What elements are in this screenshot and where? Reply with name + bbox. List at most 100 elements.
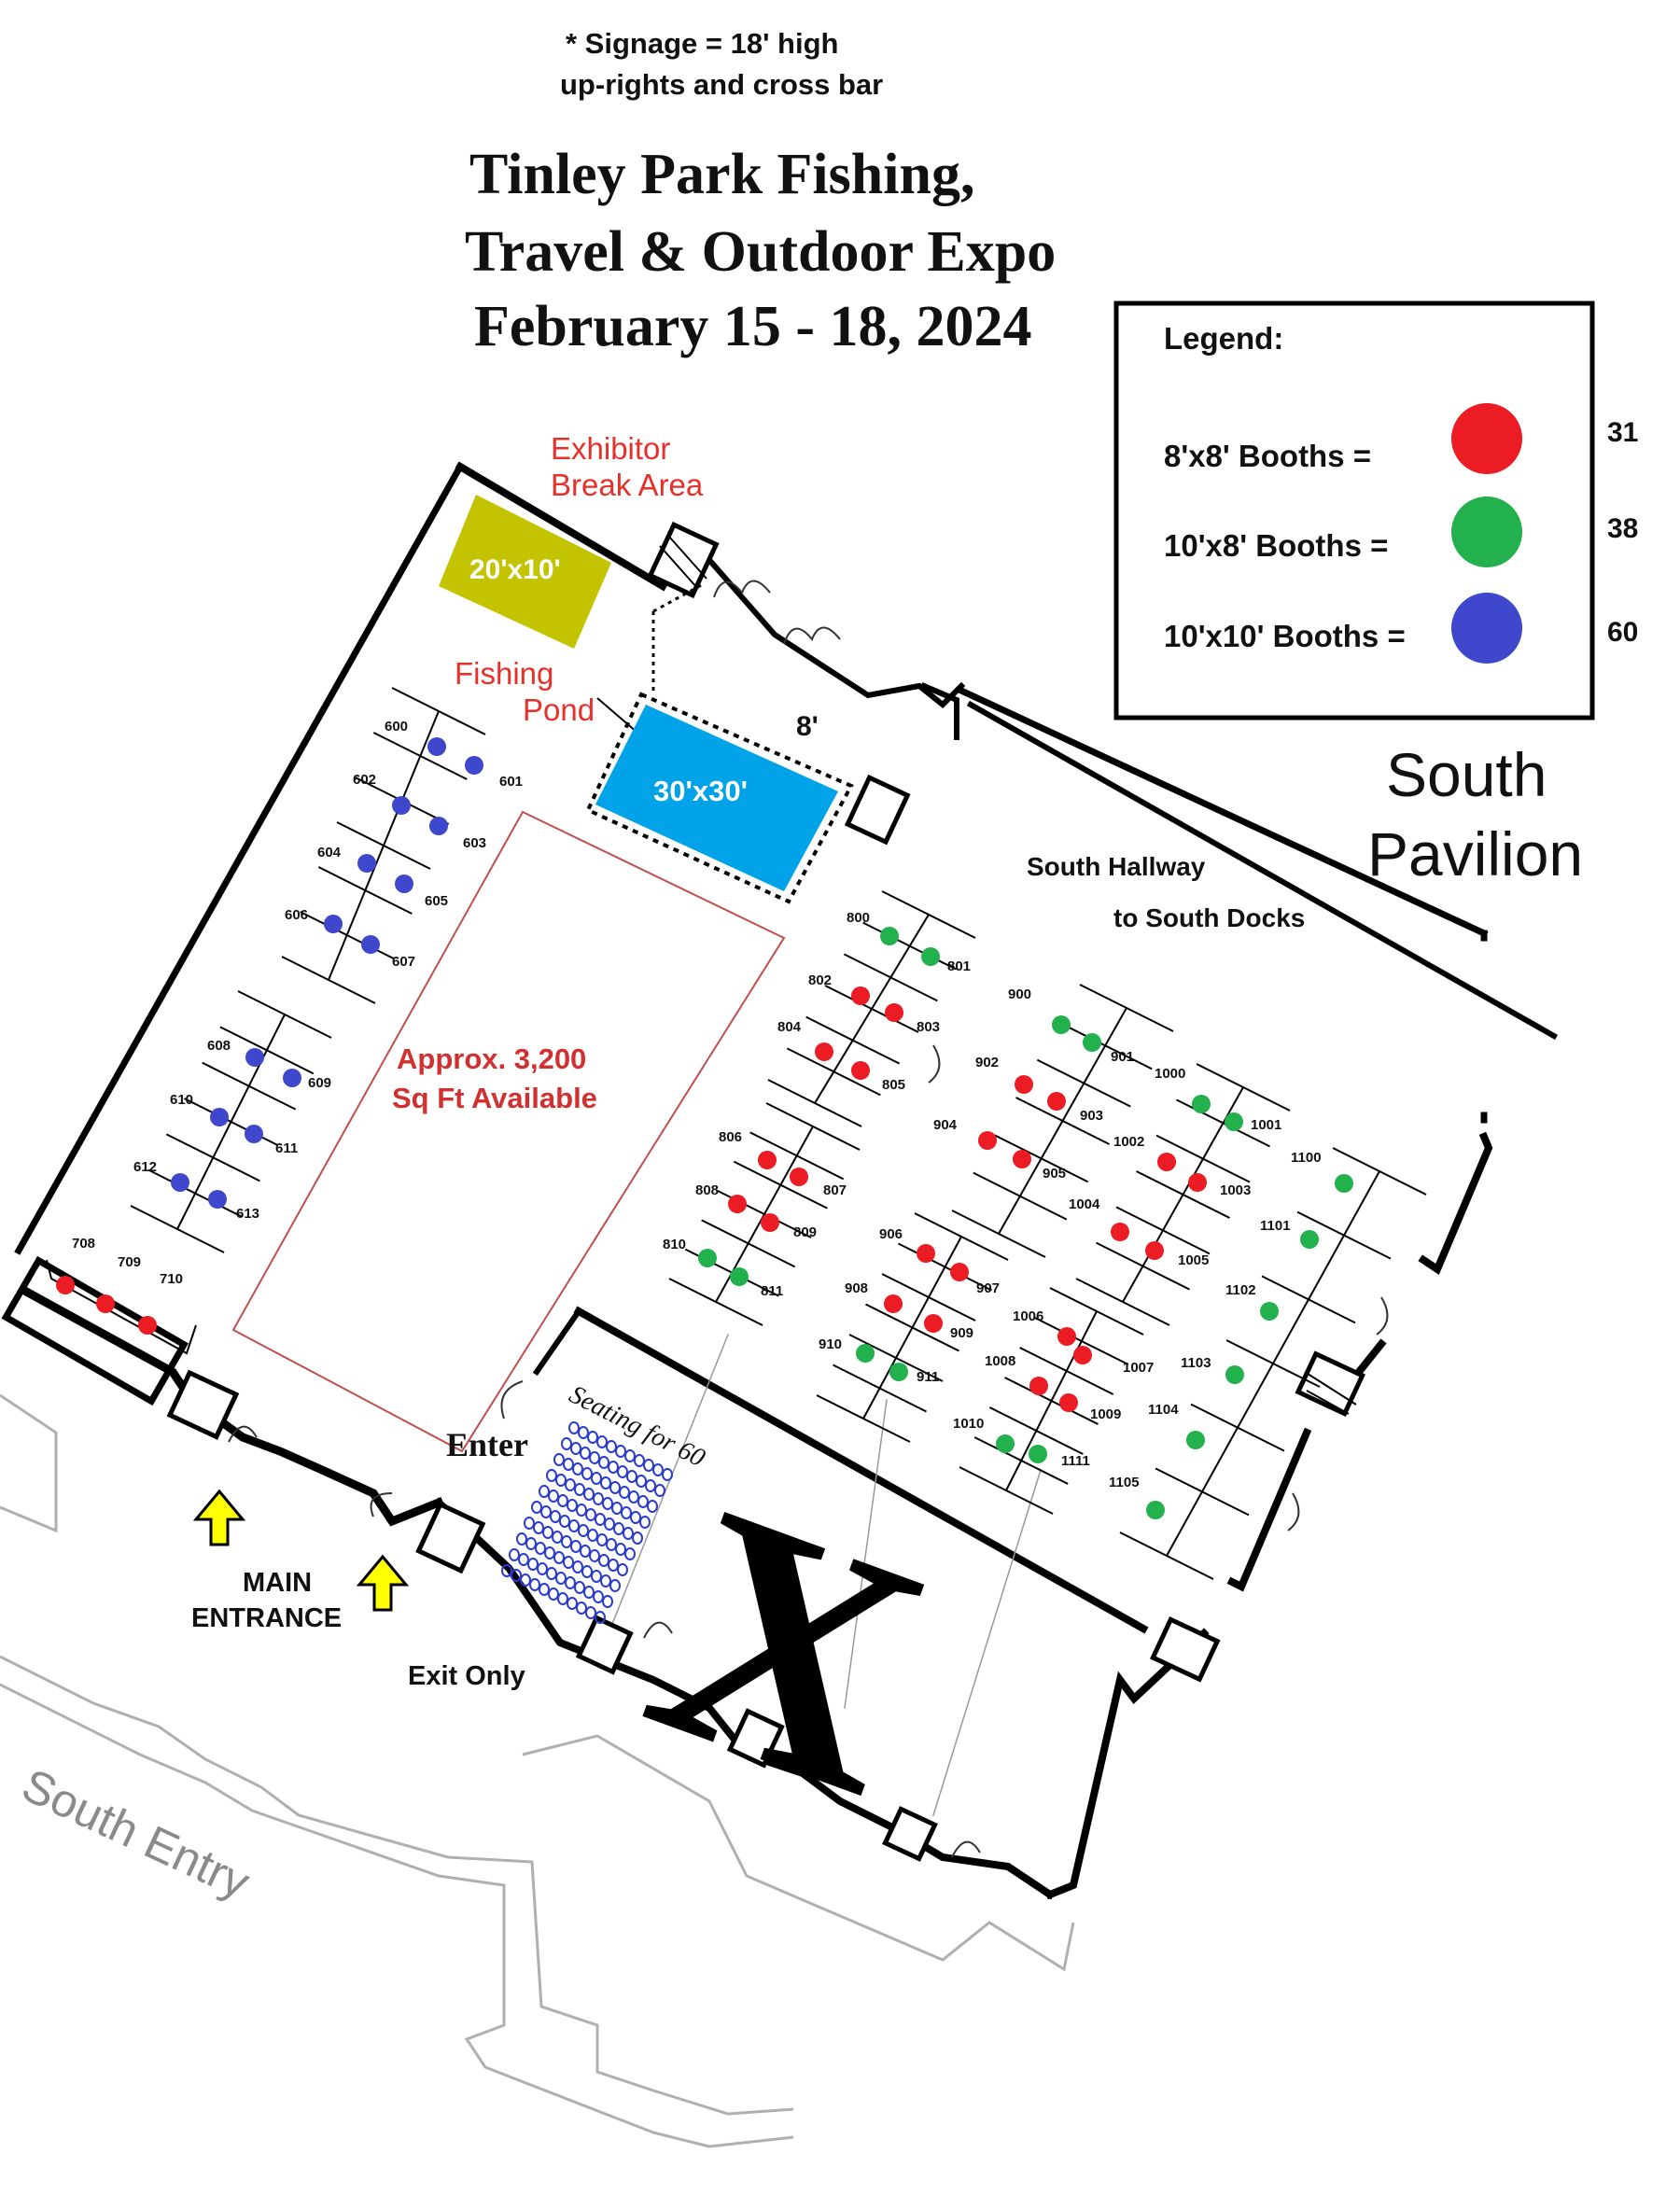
booth-dot-909 (924, 1314, 943, 1333)
booth-number-607: 607 (392, 954, 415, 970)
booth-dot-906 (917, 1244, 935, 1263)
seat (654, 1484, 665, 1497)
seat (565, 1576, 576, 1589)
booth-number-613: 613 (236, 1206, 259, 1222)
booth-number-1010: 1010 (953, 1416, 984, 1432)
booth-dot-903 (1047, 1092, 1066, 1111)
booth-dot-1000 (1192, 1095, 1211, 1113)
booth-divider (1034, 1317, 1129, 1365)
booth-divider (816, 1394, 911, 1443)
booth-dot-1103 (1225, 1365, 1244, 1384)
booth-divider (1004, 1377, 1099, 1425)
break-area-label-line2: Break Area (551, 468, 704, 502)
booth-dot-908 (884, 1294, 903, 1313)
booth-dot-601 (465, 756, 483, 775)
booth-divider (701, 1219, 796, 1268)
booth-dot-911 (889, 1363, 908, 1381)
booth-number-708: 708 (72, 1236, 95, 1252)
booth-divider (1155, 1467, 1250, 1517)
main-entrance-label-line2: ENTRANCE (191, 1603, 342, 1633)
booth-dot-902 (1015, 1075, 1033, 1094)
fishing-pond-label-line1: Fishing (455, 656, 553, 691)
seat (555, 1474, 567, 1487)
booth-number-601: 601 (499, 774, 523, 790)
booth-divider (1261, 1275, 1356, 1324)
booth-divider (988, 1406, 1084, 1455)
seat (585, 1508, 596, 1521)
booth-divider (130, 1205, 225, 1253)
booth-divider (1036, 1058, 1131, 1108)
seat (598, 1554, 609, 1567)
booth-divider (994, 1134, 1089, 1183)
booth-number-608: 608 (207, 1038, 231, 1054)
legend-box (1113, 301, 1595, 720)
booth-dot-605 (395, 874, 413, 893)
booth-number-909: 909 (950, 1325, 973, 1341)
booth-number-807: 807 (823, 1182, 847, 1198)
seat (578, 1524, 589, 1537)
booth-divider (147, 1168, 243, 1218)
booth-dot-1002 (1157, 1153, 1176, 1171)
available-space-line1: Approx. 3,200 (397, 1042, 586, 1075)
booth-number-902: 902 (975, 1055, 999, 1070)
booth-number-606: 606 (285, 907, 308, 923)
seat (535, 1542, 546, 1555)
seat (628, 1490, 639, 1504)
booth-number-1102: 1102 (1225, 1282, 1256, 1298)
seat (544, 1546, 555, 1560)
seat (621, 1506, 632, 1519)
booth-dot-604 (357, 854, 376, 873)
break-area-rect (439, 495, 611, 649)
front-row-enclosure (46, 1259, 197, 1355)
seat (576, 1602, 587, 1615)
booth-number-602: 602 (353, 772, 376, 788)
booth-divider (1057, 1021, 1153, 1070)
booth-number-600: 600 (385, 719, 408, 734)
booth-dot-710 (138, 1316, 157, 1335)
legend-count-8x8: 31 (1607, 417, 1638, 448)
booth-number-802: 802 (808, 972, 832, 988)
booth-number-903: 903 (1080, 1108, 1103, 1124)
booth-divider (881, 890, 976, 939)
seat (598, 1456, 609, 1469)
seat (561, 1437, 572, 1450)
booth-divider (1049, 1287, 1144, 1336)
south-entry-label: South Entry (14, 1758, 257, 1909)
booth-dot-1005 (1145, 1241, 1164, 1260)
booth-divider (733, 1160, 828, 1210)
seat (574, 1581, 585, 1594)
booth-dot-804 (815, 1042, 833, 1061)
seat (557, 1592, 568, 1605)
booth-divider (300, 911, 395, 959)
seat (568, 1519, 580, 1532)
booth-number-907: 907 (976, 1280, 1000, 1296)
seat (550, 1510, 561, 1523)
booth-dot-905 (1013, 1150, 1031, 1168)
booth-number-1111: 1111 (1061, 1453, 1090, 1469)
booth-dot-807 (790, 1168, 808, 1186)
seat (647, 1500, 658, 1513)
booth-number-1005: 1005 (1178, 1252, 1209, 1268)
booth-divider (1296, 1210, 1392, 1260)
seat (602, 1497, 613, 1510)
seat (540, 1505, 552, 1518)
booth-number-1002: 1002 (1113, 1134, 1144, 1150)
title-line2: Travel & Outdoor Expo (465, 220, 1056, 284)
seat (606, 1440, 617, 1453)
booth-dot-907 (950, 1263, 969, 1281)
booth-divider (749, 1131, 845, 1181)
booth-divider (973, 1436, 1069, 1485)
booth-divider (219, 1026, 315, 1075)
booth-divider (765, 1102, 861, 1151)
booth-number-1104: 1104 (1148, 1402, 1179, 1418)
seat (583, 1586, 595, 1599)
seat (525, 1537, 537, 1550)
booth-dot-709 (96, 1294, 115, 1313)
seat (555, 1572, 567, 1585)
booth-dot-611 (245, 1125, 263, 1143)
surrounding-building-outline (0, 1393, 1075, 2148)
seat (611, 1502, 623, 1515)
seat (617, 1465, 628, 1478)
booth-dot-610 (210, 1108, 229, 1126)
seat (624, 1547, 636, 1560)
